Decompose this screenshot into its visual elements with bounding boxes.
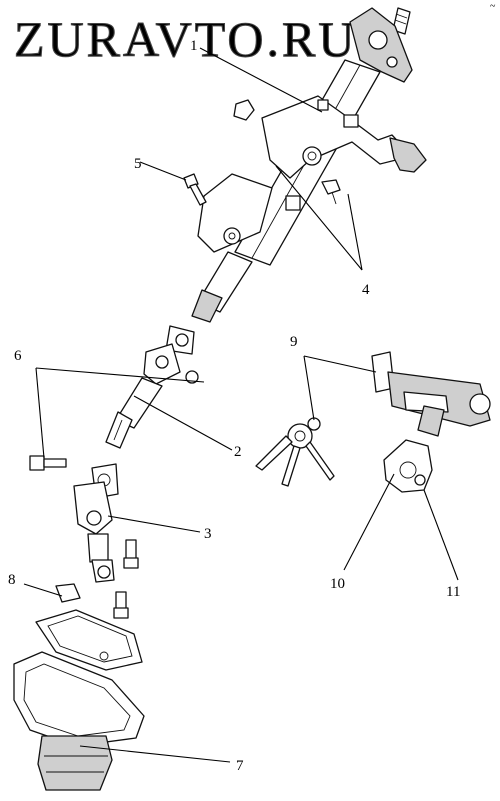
callout-labels: 1 2 3 4 5 6 7 8 9 10 11 bbox=[8, 38, 460, 774]
ignition-keys bbox=[255, 417, 335, 487]
bolt-6 bbox=[29, 455, 67, 471]
callout-7: 7 bbox=[236, 758, 244, 774]
joint-bolts bbox=[113, 539, 139, 619]
callout-10: 10 bbox=[330, 576, 345, 592]
upper-steering-column bbox=[191, 7, 427, 323]
callout-1: 1 bbox=[190, 38, 198, 54]
callout-2: 2 bbox=[234, 444, 242, 460]
callout-11: 11 bbox=[446, 584, 460, 600]
corner-mark: ~ bbox=[490, 1, 496, 12]
watermark-text: ZURAVTO.RU bbox=[14, 11, 357, 67]
lock-housing-10-11 bbox=[383, 439, 433, 493]
callout-9: 9 bbox=[290, 334, 298, 350]
mounting-bolt-4 bbox=[321, 179, 341, 205]
lower-universal-joint bbox=[73, 463, 119, 583]
leader-lines bbox=[23, 47, 459, 763]
callout-3: 3 bbox=[204, 526, 212, 542]
callout-6: 6 bbox=[14, 348, 22, 364]
clip-8 bbox=[55, 583, 81, 603]
column-boot-7 bbox=[13, 651, 145, 791]
bolt-5 bbox=[183, 173, 207, 206]
intermediate-shaft bbox=[105, 325, 199, 449]
ignition-lock-9 bbox=[371, 351, 491, 437]
callout-4: 4 bbox=[362, 282, 370, 298]
callout-5: 5 bbox=[134, 156, 142, 172]
column-gasket bbox=[35, 609, 143, 671]
callout-8: 8 bbox=[8, 572, 16, 588]
bracket-nut bbox=[233, 99, 255, 121]
